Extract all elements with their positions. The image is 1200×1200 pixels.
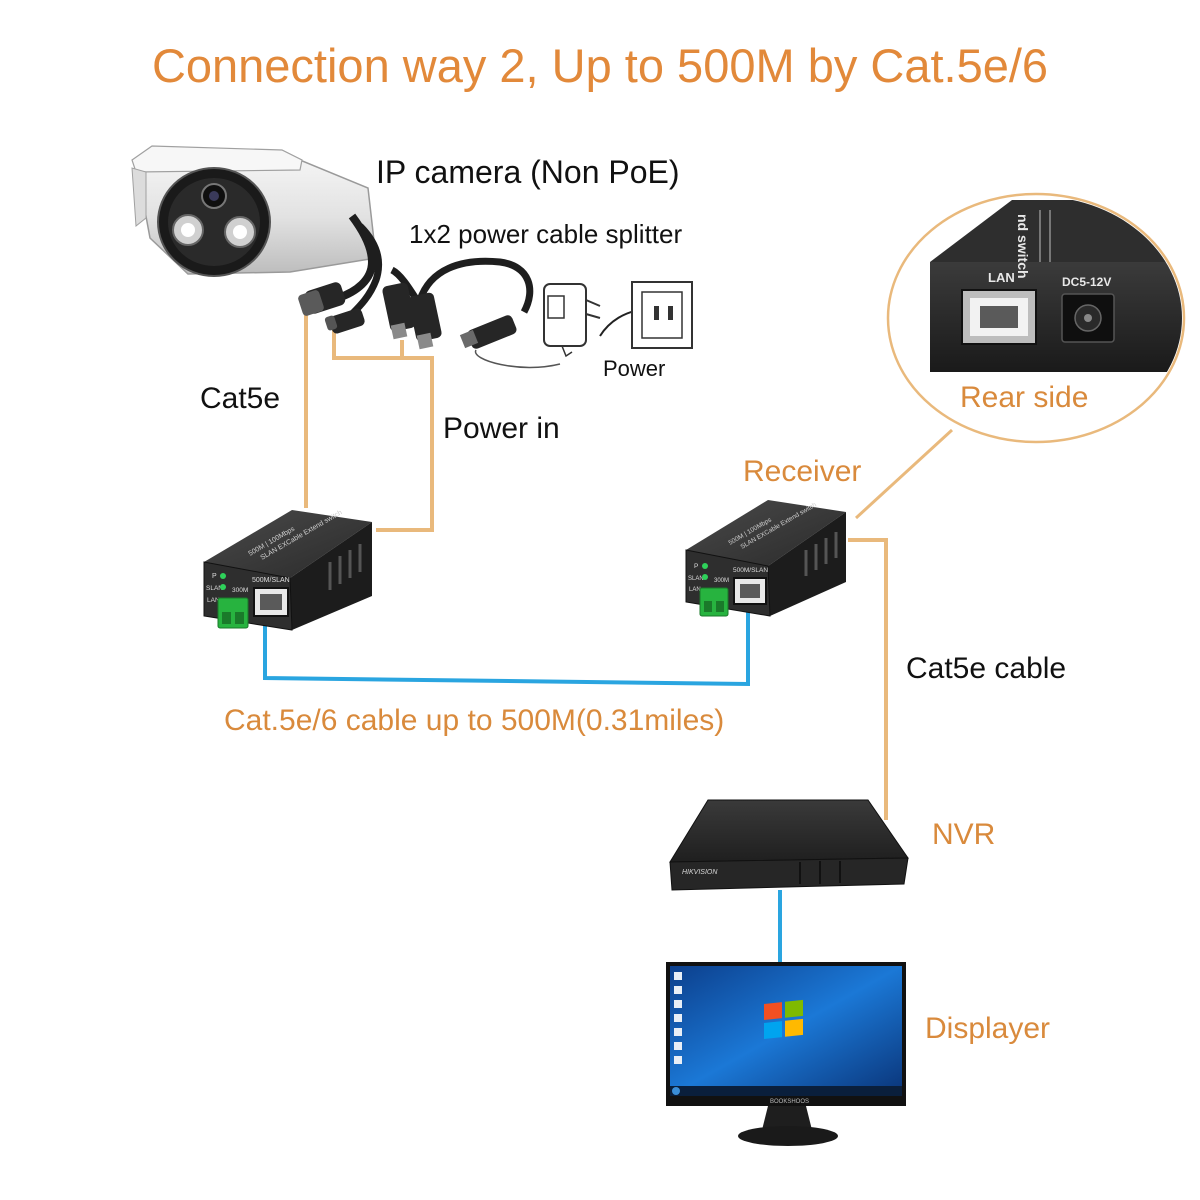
receiver-speed-label: 300M (714, 578, 729, 584)
receiver-led-slan: SLAN (688, 576, 704, 582)
transmitter-unit: 500M | 100Mbps SLAN EXCable Extend switc… (203, 509, 372, 631)
power-in-cable (332, 330, 434, 532)
power-adapter-and-socket (543, 281, 693, 358)
label-long-cable: Cat.5e/6 cable up to 500M(0.31miles) (224, 704, 725, 737)
cat5e-cable-receiver-nvr (848, 538, 888, 820)
power-splitter (382, 257, 561, 369)
label-cat5e: Cat5e (200, 382, 281, 415)
rear-lan-label: LAN (988, 270, 1015, 285)
transmitter-port-label: 500M/SLAN (252, 577, 290, 584)
diagram-title: Connection way 2, Up to 500M by Cat.5e/6 (151, 39, 1049, 92)
rear-side-callout: nd switch LAN DC5-12V (886, 192, 1186, 444)
label-power: Power (603, 356, 666, 381)
receiver-port-label: 500M/SLAN (733, 567, 768, 574)
label-cat5e-cable: Cat5e cable (906, 652, 1067, 685)
transmitter-led-p: P (212, 573, 217, 580)
callout-pointer (854, 428, 954, 520)
transmitter-led-slan: SLAN (206, 585, 223, 592)
receiver-unit: 500M | 100Mbps SLAN EXCable Extend switc… (685, 500, 846, 617)
label-power-in: Power in (443, 412, 560, 445)
rear-edge-text: nd switch (1015, 214, 1031, 279)
label-displayer: Displayer (925, 1012, 1051, 1045)
monitor-brand: BOOKSHOOS (770, 1099, 809, 1105)
transmitter-speed-label: 300M (232, 587, 248, 594)
transmitter-led-lan: LAN (207, 597, 220, 604)
receiver-led-lan: LAN (689, 587, 701, 593)
label-nvr: NVR (932, 818, 996, 851)
nvr-brand: HIKVISION (682, 869, 718, 876)
long-blue-cable (263, 600, 750, 687)
label-splitter: 1x2 power cable splitter (409, 219, 683, 249)
label-rear-side: Rear side (960, 381, 1089, 414)
windows-logo (764, 999, 803, 1039)
cables (263, 310, 954, 962)
label-receiver: Receiver (743, 455, 862, 488)
nvr-device: HIKVISION (669, 799, 909, 891)
receiver-led-p: P (694, 563, 698, 570)
rear-dc-label: DC5-12V (1062, 275, 1111, 289)
monitor: BOOKSHOOS (666, 962, 906, 1146)
ip-camera (131, 145, 383, 334)
label-ip-camera: IP camera (Non PoE) (376, 154, 680, 190)
